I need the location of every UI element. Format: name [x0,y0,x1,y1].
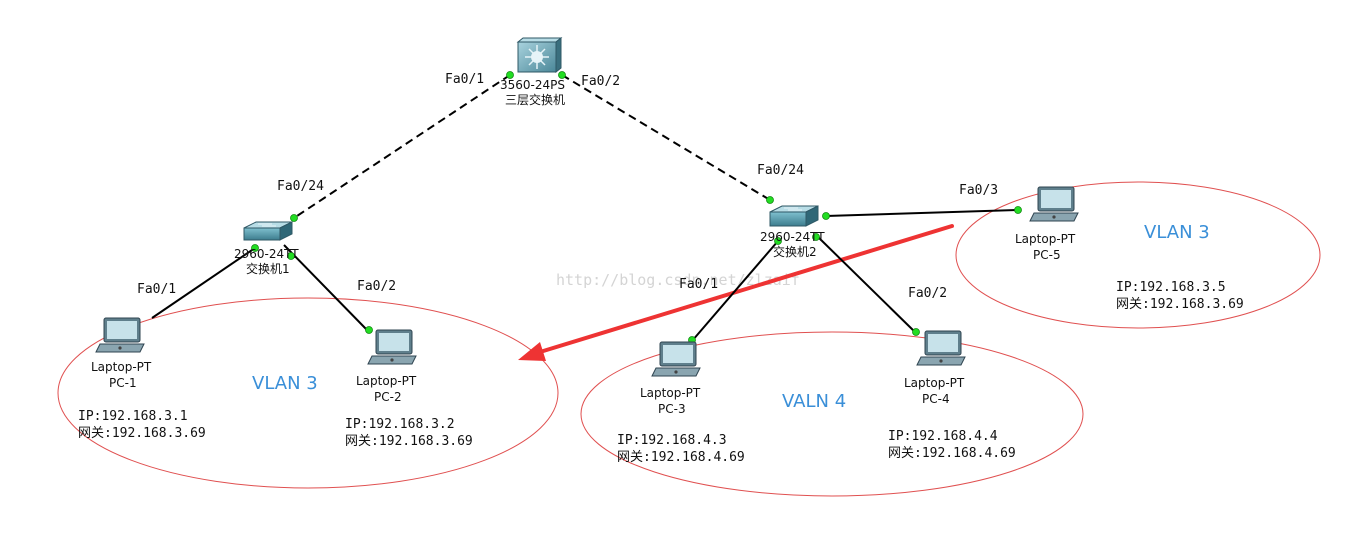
pc5-ip: IP:192.168.3.5 [1116,280,1226,295]
link-sw1-pc2 [283,244,369,332]
trunk-link-left [293,74,511,219]
switch2-port-a-label: Fa0/1 [679,277,718,292]
switch1-name: 交换机1 [246,261,290,276]
pc2-name: PC-2 [374,390,402,404]
core-switch-name: 三层交换机 [505,92,565,107]
switch1-model: 2960-24TT [234,247,299,261]
core-switch-icon[interactable] [516,36,563,74]
core-port-right-label: Fa0/2 [581,74,620,89]
pc3-ip: IP:192.168.4.3 [617,433,727,448]
pc3-gateway: 网关:192.168.4.69 [617,450,745,465]
port-indicators [251,71,1022,344]
pc1-type: Laptop-PT [91,360,152,374]
vlan3-left-ellipse [57,297,559,489]
pc1-ip: IP:192.168.3.1 [78,409,188,424]
pc1-laptop-icon[interactable] [95,317,145,353]
switch2-port-b-label: Fa0/2 [908,286,947,301]
pc2-laptop-icon[interactable] [367,329,417,365]
link-sw2-pc4 [815,234,917,334]
vlan-relation-arrow [518,224,954,361]
pc3-name: PC-3 [658,402,686,416]
watermark-text: http://blog.csdn.net/zlzaif [556,271,800,289]
switch1-port-a-label: Fa0/1 [137,282,176,297]
vlan-left-label: VLAN 3 [252,373,318,394]
pc2-ip: IP:192.168.3.2 [345,417,455,432]
core-port-left-label: Fa0/1 [445,72,484,87]
pc3-laptop-icon[interactable] [651,341,701,377]
pc4-type: Laptop-PT [904,376,965,390]
pc1-name: PC-1 [109,376,137,390]
switch2-port-c-label: Fa0/3 [959,183,998,198]
vlan-middle-label: VALN 4 [782,391,846,412]
pc5-type: Laptop-PT [1015,232,1076,246]
switch2-icon[interactable] [769,205,819,227]
switch2-name: 交换机2 [773,244,817,259]
pc4-gateway: 网关:192.168.4.69 [888,446,1016,461]
pc4-laptop-icon[interactable] [916,330,966,366]
pc2-type: Laptop-PT [356,374,417,388]
core-switch-model: 3560-24PS [500,78,565,92]
switch1-icon[interactable] [243,221,293,241]
vlan3-right-ellipse [955,181,1321,329]
switch1-uplink-label: Fa0/24 [277,179,324,194]
link-sw2-pc5 [825,209,1019,217]
switch1-port-b-label: Fa0/2 [357,279,396,294]
pc3-type: Laptop-PT [640,386,701,400]
vlan4-ellipse [580,331,1084,497]
pc2-gateway: 网关:192.168.3.69 [345,434,473,449]
pc5-laptop-icon[interactable] [1029,186,1079,222]
pc4-name: PC-4 [922,392,950,406]
link-sw2-pc3 [691,240,779,342]
pc5-name: PC-5 [1033,248,1061,262]
pc1-gateway: 网关:192.168.3.69 [78,426,206,441]
pc4-ip: IP:192.168.4.4 [888,429,998,444]
switch2-model: 2960-24TT [760,230,825,244]
switch2-uplink-label: Fa0/24 [757,163,804,178]
vlan-right-label: VLAN 3 [1144,222,1210,243]
link-sw1-pc1 [151,247,256,319]
pc5-gateway: 网关:192.168.3.69 [1116,297,1244,312]
links [151,74,1019,342]
trunk-link-right [561,74,771,201]
